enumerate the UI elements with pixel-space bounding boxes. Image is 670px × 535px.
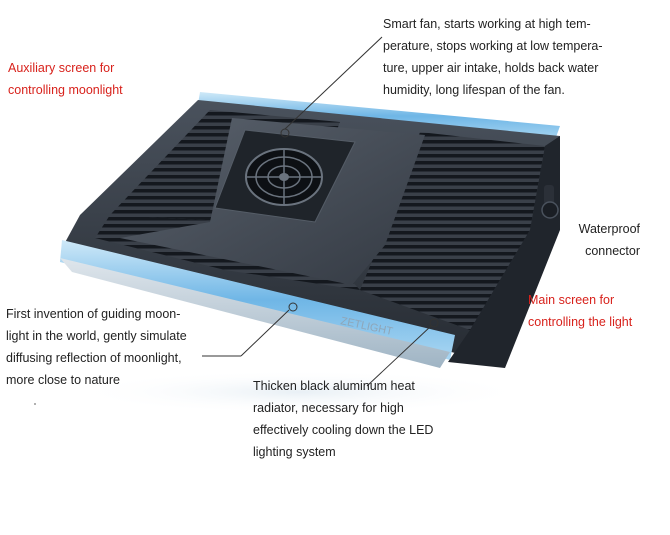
speck [34, 403, 36, 405]
right-end-cap [448, 136, 560, 368]
callout-line-moonlight-a [240, 309, 290, 357]
annotation-radiator: Thicken black aluminum heat radiator, ne… [253, 379, 434, 459]
front-diffuser [60, 258, 450, 368]
callout-line-fan [284, 36, 383, 130]
annotation-smart-fan: Smart fan, starts working at high tem- p… [383, 17, 603, 97]
annotation-waterproof-connector: Waterproof connector [578, 222, 640, 258]
annotation-moonlight-guide: First invention of guiding moon- light i… [6, 307, 187, 387]
callout-dot-radiator [429, 318, 439, 328]
fan-icon [245, 148, 323, 206]
annotation-main-screen: Main screen for controlling the light [528, 293, 633, 329]
annotation-auxiliary-screen: Auxiliary screen for controlling moonlig… [8, 61, 123, 97]
floor-reflection [70, 370, 530, 414]
callout-line-radiator [366, 325, 432, 387]
waterproof-connector-icon [541, 185, 559, 219]
callout-dot-moonlight [288, 302, 298, 312]
